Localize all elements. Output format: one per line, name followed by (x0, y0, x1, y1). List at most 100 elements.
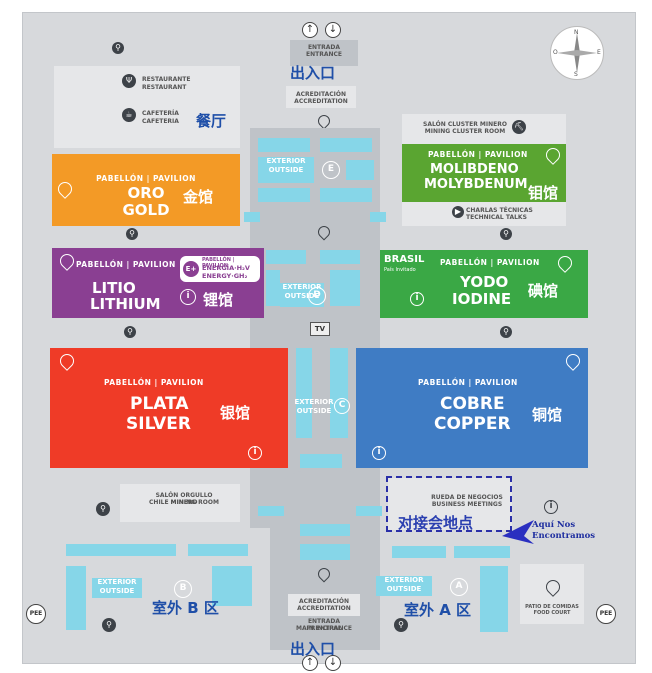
pavilion-molybdenum-label: PABELLÓN | PAVILION (428, 150, 528, 159)
restroom-icon: ⚲ (96, 502, 110, 516)
pavilion-copper-en: COPPER (434, 414, 511, 434)
cyan-block (266, 250, 306, 264)
exterior-a-en: OUTSIDE (386, 585, 422, 593)
restaurant-es: RESTAURANTE (142, 76, 191, 83)
cyan-block (266, 270, 280, 306)
cyan-block (258, 506, 284, 516)
accreditation-bottom-es: ACREDITACIÓN (298, 598, 349, 605)
compass-icon: N S E O (550, 26, 604, 80)
pavilion-molybdenum-es: MOLIBDENO (430, 162, 519, 177)
accreditation-bottom-en: ACCREDITATION (297, 605, 351, 612)
restroom-icon: ⚲ (500, 228, 512, 240)
pavilion-gold-en: GOLD (122, 201, 170, 219)
salon-chile-en: CHILE MINING ROOM (149, 499, 219, 506)
salon-chile-block (120, 484, 240, 522)
energy-badge-top: PABELLÓN | PAVILION (202, 257, 235, 269)
cluster-room-block (402, 114, 566, 144)
cafeteria-en: CAFETERIA (142, 118, 179, 125)
restaurant-block (54, 66, 240, 148)
restroom-icon: ⚲ (500, 326, 512, 338)
exterior-b-en: OUTSIDE (99, 587, 135, 595)
info-icon: i (410, 292, 424, 306)
entrance-bottom-cn: 出入口 (290, 640, 336, 658)
compass-s: S (574, 71, 578, 78)
salon-chile-es: SALÓN ORGULLO MINERO (155, 492, 213, 506)
cyan-block (188, 544, 248, 556)
zone-d-marker: D (308, 287, 326, 305)
cluster-en: MINING CLUSTER ROOM (424, 128, 506, 135)
pavilion-gold: PABELLÓN | PAVILION ORO GOLD (52, 154, 240, 226)
arrow-up-icon: ↑ (302, 22, 318, 38)
cyan-block (392, 546, 446, 558)
pavilion-iodine-es: YODO (460, 273, 509, 291)
pavilion-lithium-cn: 锂馆 (203, 291, 234, 309)
pee-marker-left: PEE (26, 604, 46, 624)
cyan-block (320, 250, 360, 264)
cyan-block (320, 138, 372, 152)
cyan-block (330, 270, 360, 306)
pavilion-iodine-label: PABELLÓN | PAVILION (440, 258, 540, 267)
exterior-a-es: EXTERIOR (384, 576, 424, 584)
info-icon: i (180, 289, 196, 305)
info-icon: i (544, 500, 558, 514)
restaurant-icon: Ψ (122, 74, 136, 88)
pavilion-molybdenum-en: MOLYBDENUM (424, 177, 528, 192)
talks-icon: ▶ (452, 206, 464, 218)
pee-marker-right: PEE (596, 604, 616, 624)
cyan-block (330, 348, 348, 438)
outside-b-cn: 室外 B 区 (152, 599, 219, 617)
accreditation-top-en: ACCREDITATION (294, 98, 348, 105)
cyan-block (296, 348, 312, 438)
zone-c-marker: C (334, 398, 350, 414)
restroom-icon: ⚲ (112, 42, 124, 54)
entrance-top-cn: 出入口 (290, 64, 336, 82)
cyan-block (300, 524, 350, 536)
cyan-block (258, 138, 310, 152)
restroom-icon: ⚲ (124, 326, 136, 338)
cyan-block (300, 544, 350, 560)
entrance-top-es: ENTRADA (307, 44, 341, 51)
charlas-en: TECHNICAL TALKS (466, 214, 527, 221)
cyan-block (66, 544, 176, 556)
exterior-e-es: EXTERIOR (266, 157, 306, 165)
energy-badge-en2: ENERGY·GH₂ (202, 272, 248, 280)
compass-e: E (597, 49, 601, 56)
pavilion-iodine-cn: 碘馆 (528, 282, 559, 300)
exterior-b-es: EXTERIOR (97, 578, 137, 586)
arrow-down-icon: ↓ (325, 22, 341, 38)
pointer-arrow-icon (502, 520, 534, 544)
entrance-top-en: ENTRANCE (306, 51, 342, 58)
pavilion-silver-es: PLATA (130, 394, 189, 414)
cyan-block (480, 566, 508, 632)
accreditation-top-block (286, 86, 356, 108)
restaurant-en: RESTAURANT (142, 84, 187, 91)
cafeteria-icon: ☕ (122, 108, 136, 122)
lower-plaza (270, 470, 380, 650)
ronda-en: BUSINESS MEETINGS (431, 501, 503, 508)
compass-w: O (553, 49, 558, 56)
entrance-bottom-en: MAIN ENTRANCE (296, 625, 352, 632)
charlas-es: CHARLAS TÉCNICAS (466, 207, 533, 214)
pavilion-silver-label: PABELLÓN | PAVILION (104, 378, 204, 387)
food-court-en: FOOD COURT (533, 610, 571, 616)
pavilion-silver-cn: 银馆 (220, 404, 251, 422)
cyan-block (66, 566, 86, 630)
pavilion-iodine: PABELLÓN | PAVILION YODO IODINE (380, 250, 588, 318)
pavilion-lithium-es: LITIO (92, 279, 136, 297)
compass-n: N (574, 29, 579, 36)
cluster-icon: ⛏ (512, 120, 526, 134)
cluster-es: SALÓN CLUSTER MINERO (423, 121, 507, 128)
cyan-block (346, 160, 374, 180)
pavilion-iodine-en: IODINE (452, 290, 512, 308)
accreditation-bottom-block (288, 594, 360, 616)
pavilion-gold-label: PABELLÓN | PAVILION (96, 174, 196, 183)
pavilion-gold-es: ORO (127, 184, 165, 202)
outside-a-cn: 室外 A 区 (404, 601, 472, 619)
ronda-es: RUEDA DE NEGOCIOS (431, 494, 503, 501)
business-meeting-block (388, 478, 512, 530)
meeting-point-outline (386, 476, 512, 532)
info-icon: i (372, 446, 386, 460)
pavilion-copper: PABELLÓN | PAVILION COBRE COPPER (356, 348, 588, 468)
zone-b-marker: B (174, 580, 192, 598)
restroom-icon: ⚲ (394, 618, 408, 632)
